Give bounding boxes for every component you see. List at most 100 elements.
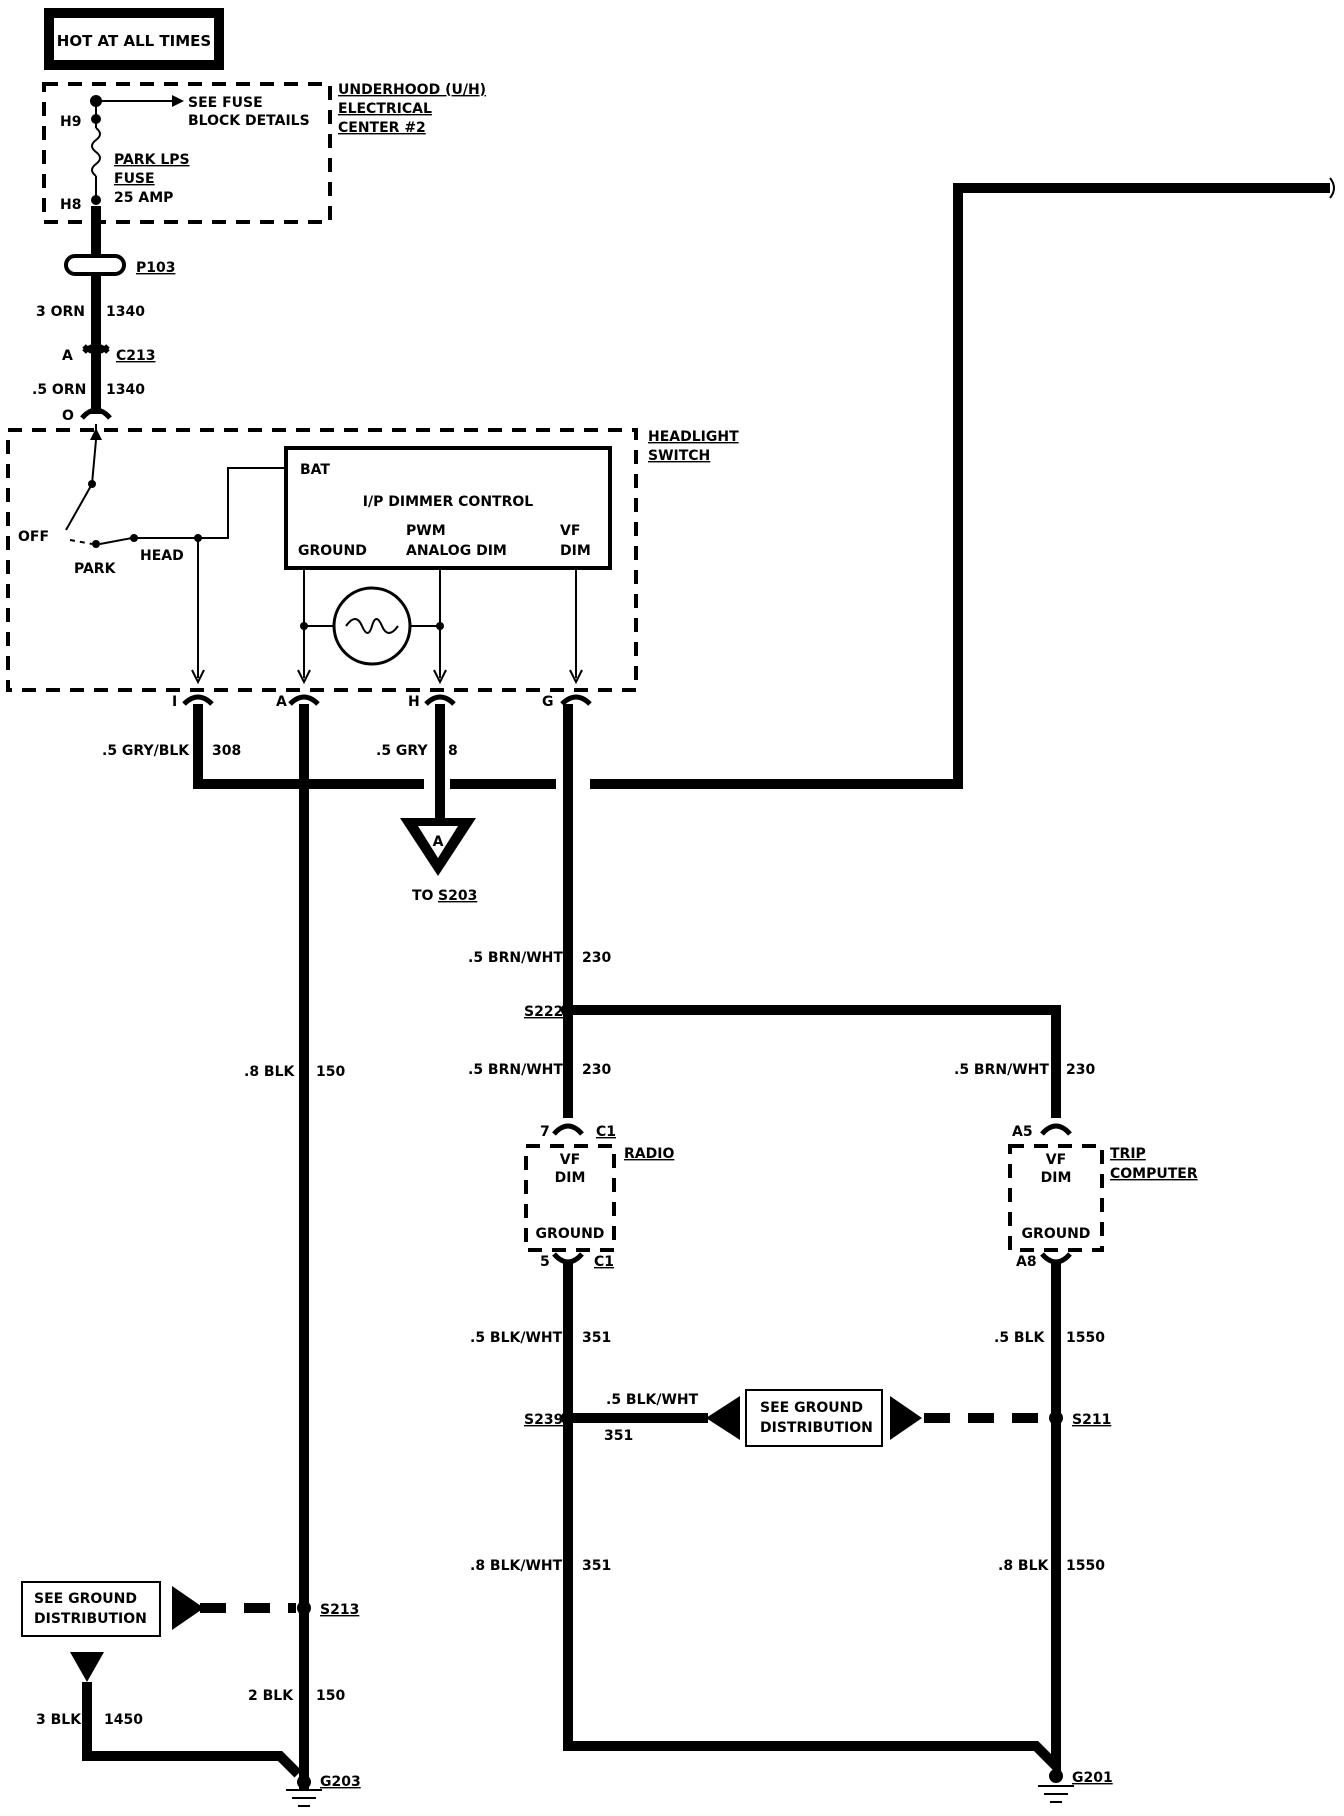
wire-1340b-size: .5 ORN	[32, 382, 86, 398]
wire-1340-size: 3 ORN	[36, 304, 85, 320]
trip-computer-module: A5 TRIP COMPUTER VF DIM GROUND A8	[1008, 1123, 1198, 1270]
pwm-label-2: ANALOG DIM	[406, 543, 507, 559]
wire-1340-ckt: 1340	[106, 304, 145, 320]
wire-8-ckt: 8	[448, 743, 458, 759]
offpage-a: A	[433, 834, 444, 850]
wire-230c-size: .5 BRN/WHT	[954, 1062, 1049, 1078]
wire-230b-size: .5 BRN/WHT	[468, 1062, 563, 1078]
underhood-title-2: ELECTRICAL	[338, 101, 432, 117]
wire-351b-ckt: 351	[604, 1428, 633, 1444]
s213-label: S213	[320, 1602, 359, 1618]
wire-150a-ckt: 150	[316, 1064, 345, 1080]
trip-pin-out: A8	[1016, 1254, 1037, 1270]
radio-conn-in: C1	[596, 1124, 616, 1140]
wire-1550a-ckt: 1550	[1066, 1330, 1105, 1346]
wire-351a-ckt: 351	[582, 1330, 611, 1346]
fuse-label-2: FUSE	[114, 171, 155, 187]
wire-308: .5 GRY/BLK 308	[102, 177, 1335, 789]
pin-h: H	[408, 694, 420, 710]
see-fuse-2: BLOCK DETAILS	[188, 113, 310, 129]
trip-pin-in: A5	[1012, 1124, 1033, 1140]
wire-351b-size: .5 BLK/WHT	[606, 1392, 699, 1408]
arrow-right-icon	[172, 95, 184, 107]
switch-blade	[65, 483, 93, 531]
dimmer-control-label: I/P DIMMER CONTROL	[363, 494, 533, 510]
switch-off: OFF	[18, 529, 49, 545]
wire-230c-ckt: 230	[1066, 1062, 1095, 1078]
wire-1550a-size: .5 BLK	[994, 1330, 1046, 1346]
radio-module: 7 C1 RADIO VF DIM GROUND 5 C1	[524, 1123, 674, 1270]
radio-conn-out: C1	[594, 1254, 614, 1270]
hot-label: HOT AT ALL TIMES	[57, 32, 211, 50]
headlight-title-1: HEADLIGHT	[648, 429, 739, 445]
hot-at-all-times-box: HOT AT ALL TIMES	[44, 8, 224, 70]
to-s203-prefix: TO	[412, 888, 434, 904]
wire-230: .5 BRN/WHT 230 S222 .5 BRN/WHT 230 .5 BR…	[468, 704, 1095, 1118]
underhood-electrical-center: UNDERHOOD (U/H) ELECTRICAL CENTER #2 SEE…	[42, 82, 486, 224]
ground-dist-mid-2: DISTRIBUTION	[760, 1420, 873, 1436]
switch-pin-o: O	[62, 408, 74, 424]
ground-dist-mid-1: SEE GROUND	[760, 1400, 863, 1416]
wire-150b-size: 2 BLK	[248, 1688, 294, 1704]
radio-name: RADIO	[624, 1146, 674, 1162]
s211-label: S211	[1072, 1412, 1111, 1428]
vf-label-2: DIM	[560, 543, 591, 559]
wire-351c-size: .8 BLK/WHT	[470, 1558, 563, 1574]
trip-vf-1: VF	[1046, 1152, 1066, 1168]
radio-ground: GROUND	[536, 1226, 605, 1242]
g201-label: G201	[1072, 1770, 1113, 1786]
bat-label: BAT	[300, 462, 330, 478]
radio-pin-out: 5	[540, 1254, 550, 1270]
fuse-symbol	[91, 127, 101, 177]
wire-308-ckt: 308	[212, 743, 241, 759]
wire-1450-size: 3 BLK	[36, 1712, 82, 1728]
s222-label: S222	[524, 1004, 563, 1020]
ip-dimmer-control	[284, 446, 612, 570]
radio-vf-2: DIM	[555, 1170, 586, 1186]
wire-150b-ckt: 150	[316, 1688, 345, 1704]
wire-1450-ckt: 1450	[104, 1712, 143, 1728]
pin-g: G	[542, 694, 554, 710]
wire-150a-size: .8 BLK	[244, 1064, 296, 1080]
to-s203: S203	[438, 888, 477, 904]
c213-pin: A	[62, 348, 73, 364]
radio-vf-1: VF	[560, 1152, 580, 1168]
wire-150: .8 BLK 150 S213 SEE GROUND DISTRIBUTION …	[21, 704, 361, 1807]
c213-label: C213	[116, 348, 156, 364]
wire-230b-ckt: 230	[582, 1062, 611, 1078]
trip-name-2: COMPUTER	[1110, 1166, 1198, 1182]
see-fuse-1: SEE FUSE	[188, 95, 263, 111]
pin-i: I	[172, 694, 177, 710]
ground-label: GROUND	[298, 543, 367, 559]
pwm-label-1: PWM	[406, 523, 446, 539]
pin-a: A	[276, 694, 287, 710]
see-ground-distribution-left	[21, 1581, 161, 1637]
wire-308-size: .5 GRY/BLK	[102, 743, 190, 759]
wire-230a-size: .5 BRN/WHT	[468, 950, 563, 966]
wire-230a-ckt: 230	[582, 950, 611, 966]
wire-351c-ckt: 351	[582, 1558, 611, 1574]
trip-ground: GROUND	[1022, 1226, 1091, 1242]
wire-1550b-ckt: 1550	[1066, 1558, 1105, 1574]
wire-8: A .5 GRY 8 TO S203	[376, 704, 477, 904]
headlight-switch: HEADLIGHT SWITCH OFF PARK HEAD BAT I/P D…	[6, 424, 739, 710]
vf-label-1: VF	[560, 523, 580, 539]
switch-park: PARK	[74, 561, 117, 577]
trip-name-1: TRIP	[1110, 1146, 1146, 1162]
wire-1340b-ckt: 1340	[106, 382, 145, 398]
ground-dist-left-2: DISTRIBUTION	[34, 1611, 147, 1627]
wire-351a-size: .5 BLK/WHT	[470, 1330, 563, 1346]
radio-pin-in: 7	[540, 1124, 550, 1140]
wire-1550b-size: .8 BLK	[998, 1558, 1050, 1574]
fuse-label-1: PARK LPS	[114, 152, 190, 168]
pin-h9: H9	[60, 114, 81, 130]
ground-wires: .5 BLK/WHT 351 S239 .5 BLK/WHT 351 SEE G…	[470, 1262, 1113, 1803]
p103-label: P103	[136, 260, 175, 276]
ground-dist-left-1: SEE GROUND	[34, 1591, 137, 1607]
switch-head: HEAD	[140, 548, 184, 564]
feed-wire: P103 3 ORN 1340 A C213 .5 ORN 1340 O	[32, 206, 175, 424]
g203-label: G203	[320, 1774, 361, 1790]
trip-vf-2: DIM	[1041, 1170, 1072, 1186]
p103-connector	[64, 254, 126, 276]
